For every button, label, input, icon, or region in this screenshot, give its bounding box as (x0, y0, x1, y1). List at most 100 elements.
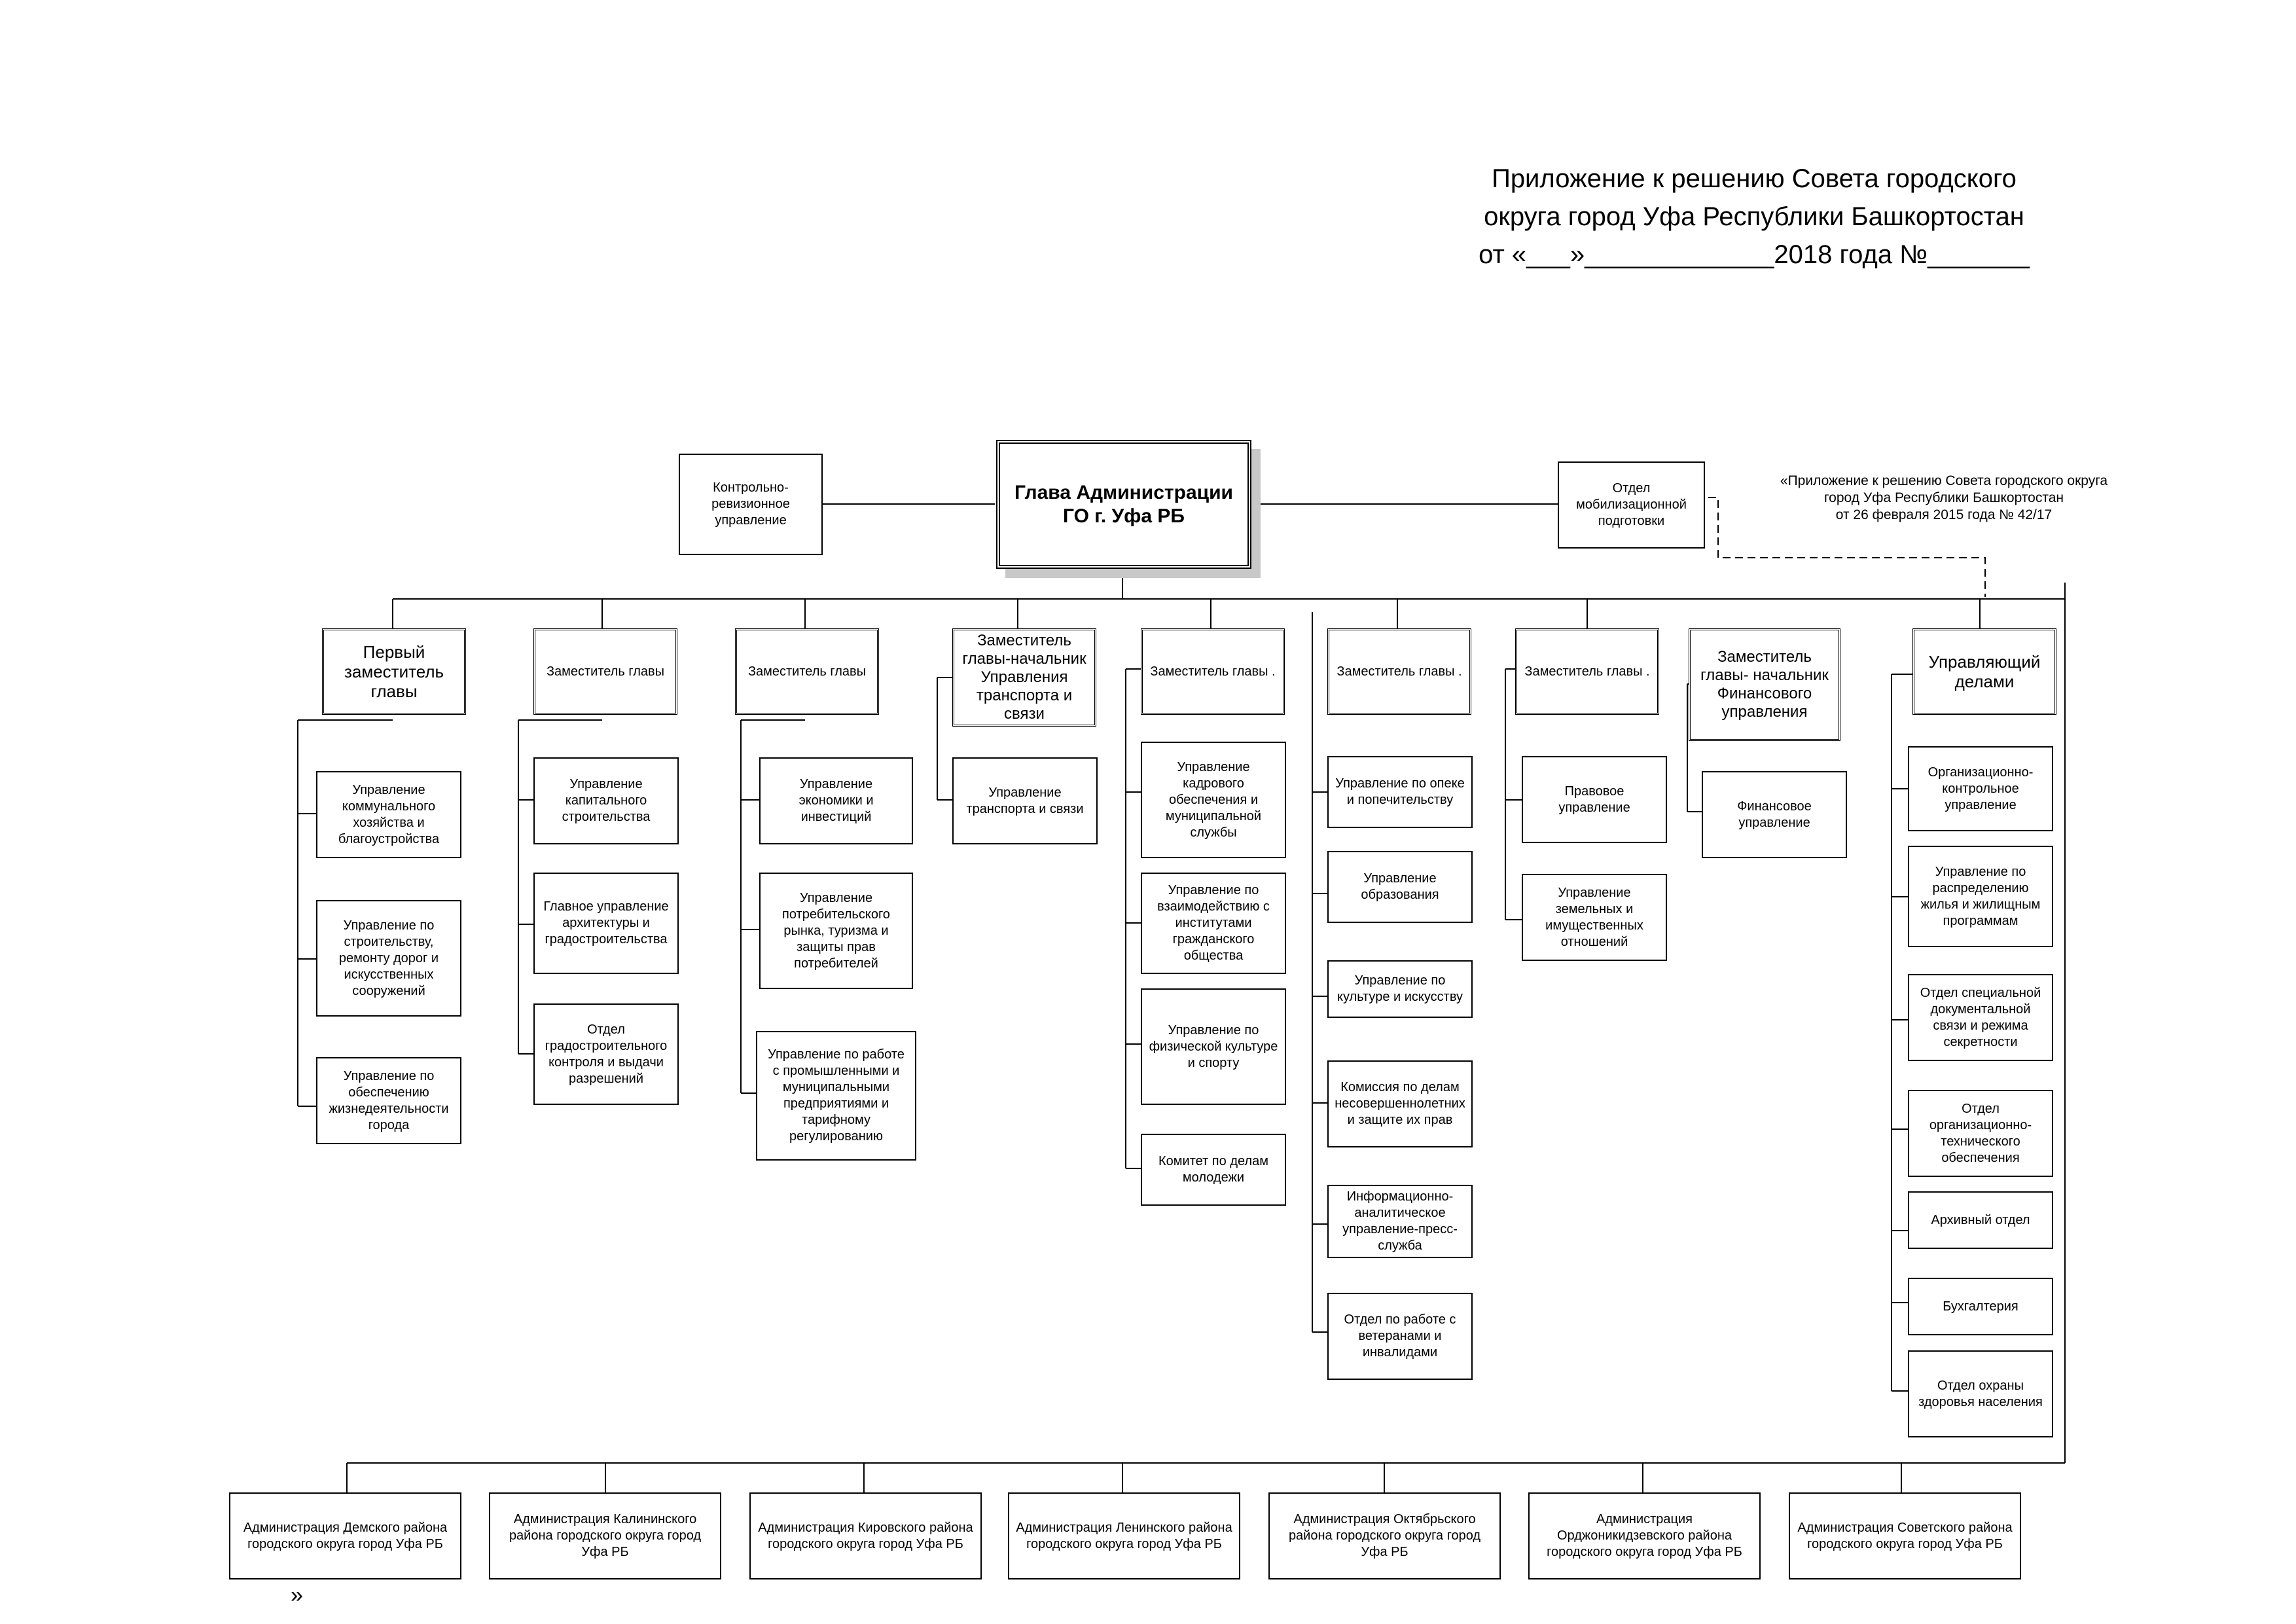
unit-5-4: Комитет по делам молодежи (1141, 1134, 1286, 1206)
district-box-6: Администрация Орджоникидзевского района … (1528, 1492, 1761, 1579)
unit-6-1: Управление по опеке и попечительству (1327, 756, 1473, 828)
unit-label: Информационно-аналитическое управление-п… (1342, 1189, 1458, 1253)
control-audit-box: Контрольно-ревизионное управление (679, 454, 823, 555)
district-label: Администрация Кировского района городско… (758, 1520, 973, 1551)
deputy-box-6: Заместитель главы . (1327, 628, 1471, 715)
deputy-box-7: Заместитель главы . (1515, 628, 1659, 715)
unit-7-1: Правовое управление (1522, 756, 1667, 843)
unit-label: Управление кадрового обеспечения и муниц… (1165, 759, 1262, 840)
deputy-title-9: Управляющий делами (1928, 652, 2041, 691)
unit-6-6: Отдел по работе с ветеранами и инвалидам… (1327, 1293, 1473, 1380)
previous-decision-note: «Приложение к решению Совета городского … (1741, 473, 2147, 524)
mobilization-dept-box: Отдел мобилизационной подготовки (1558, 461, 1705, 549)
unit-6-4: Комиссия по делам несовершеннолетних и з… (1327, 1060, 1473, 1147)
unit-label: Отдел специальной документальной связи и… (1920, 985, 2041, 1049)
unit-9-4: Отдел организационно-технического обеспе… (1908, 1090, 2053, 1177)
unit-3-2: Управление потребительского рынка, туриз… (759, 873, 913, 989)
unit-label: Управление по работе с промышленными и м… (768, 1047, 905, 1144)
district-label: Администрация Октябрьского района городс… (1288, 1512, 1481, 1559)
unit-1-3: Управление по обеспечению жизнедеятельно… (316, 1057, 461, 1144)
unit-label: Комитет по делам молодежи (1158, 1154, 1268, 1185)
note-line-3: от 26 февраля 2015 года № 42/17 (1835, 507, 2053, 522)
unit-6-5: Информационно-аналитическое управление-п… (1327, 1185, 1473, 1258)
district-box-2: Администрация Калининского района городс… (489, 1492, 721, 1579)
unit-6-2: Управление образования (1327, 851, 1473, 923)
district-box-7: Администрация Советского района городско… (1789, 1492, 2021, 1579)
header-line-1: Приложение к решению Совета городского (1492, 164, 2017, 193)
unit-2-2: Главное управление архитектуры и градост… (533, 873, 679, 974)
deputy-box-1: Первый заместитель главы (322, 628, 466, 715)
deputy-title-4: Заместитель главы-начальник Управления т… (962, 632, 1086, 723)
unit-label: Управление по культуре и искусству (1336, 973, 1463, 1004)
unit-label: Правовое управление (1558, 784, 1630, 815)
deputy-box-8: Заместитель главы- начальник Финансового… (1689, 628, 1840, 741)
deputy-box-9: Управляющий делами (1912, 628, 2056, 715)
note-line-2: город Уфа Республики Башкортостан (1823, 490, 2064, 505)
unit-label: Финансовое управление (1737, 799, 1812, 830)
unit-label: Бухгалтерия (1943, 1299, 2018, 1314)
closing-quote: » (291, 1583, 303, 1608)
district-box-5: Администрация Октябрьского района городс… (1268, 1492, 1501, 1579)
unit-3-1: Управление экономики и инвестиций (759, 757, 913, 844)
unit-label: Управление образования (1361, 871, 1439, 902)
district-box-4: Администрация Ленинского района городско… (1008, 1492, 1240, 1579)
unit-label: Управление экономики и инвестиций (798, 777, 874, 824)
unit-label: Комиссия по делам несовершеннолетних и з… (1335, 1080, 1465, 1127)
deputy-box-3: Заместитель главы (735, 628, 879, 715)
unit-7-2: Управление земельных и имущественных отн… (1522, 874, 1667, 961)
deputy-box-5: Заместитель главы . (1141, 628, 1285, 715)
header-line-2: округа город Уфа Республики Башкортостан (1484, 202, 2024, 231)
unit-9-1: Организационно-контрольное управление (1908, 746, 2053, 831)
note-line-1: «Приложение к решению Совета городского … (1780, 473, 2108, 488)
unit-label: Архивный отдел (1931, 1212, 2030, 1227)
unit-label: Управление транспорта и связи (966, 785, 1084, 816)
unit-9-2: Управление по распределению жилья и жили… (1908, 846, 2053, 947)
unit-label: Главное управление архитектуры и градост… (543, 899, 669, 947)
unit-2-1: Управление капитального строительства (533, 757, 679, 844)
unit-label: Отдел градостроительного контроля и выда… (545, 1022, 668, 1086)
unit-1-1: Управление коммунального хозяйства и бла… (316, 771, 461, 858)
unit-9-7: Отдел охраны здоровья населения (1908, 1350, 2053, 1437)
unit-5-3: Управление по физической культуре и спор… (1141, 988, 1286, 1105)
unit-8-1: Финансовое управление (1702, 771, 1847, 858)
unit-label: Управление по строительству, ремонту дор… (338, 918, 439, 998)
unit-label: Управление по взаимодействию с института… (1157, 883, 1270, 963)
unit-1-2: Управление по строительству, ремонту дор… (316, 900, 461, 1017)
unit-2-3: Отдел градостроительного контроля и выда… (533, 1003, 679, 1105)
mobilization-dept-label: Отдел мобилизационной подготовки (1576, 481, 1687, 528)
unit-5-1: Управление кадрового обеспечения и муниц… (1141, 742, 1286, 858)
head-of-administration-label: Глава Администрации ГО г. Уфа РБ (1014, 481, 1233, 527)
unit-label: Управление по распределению жилья и жили… (1920, 864, 2041, 928)
district-label: Администрация Ленинского района городско… (1016, 1520, 1232, 1551)
unit-9-3: Отдел специальной документальной связи и… (1908, 974, 2053, 1061)
unit-6-3: Управление по культуре и искусству (1327, 960, 1473, 1018)
unit-4-1: Управление транспорта и связи (952, 757, 1098, 844)
district-label: Администрация Калининского района городс… (509, 1512, 702, 1559)
deputy-title-1: Первый заместитель главы (344, 642, 444, 701)
unit-label: Отдел охраны здоровья населения (1918, 1378, 2043, 1409)
unit-5-2: Управление по взаимодействию с института… (1141, 873, 1286, 974)
district-label: Администрация Советского района городско… (1797, 1520, 2013, 1551)
unit-9-5: Архивный отдел (1908, 1191, 2053, 1249)
deputy-title-8: Заместитель главы- начальник Финансового… (1700, 648, 1829, 721)
unit-label: Управление по опеке и попечительству (1335, 776, 1465, 807)
unit-label: Управление по обеспечению жизнедеятельно… (329, 1068, 449, 1132)
district-box-1: Администрация Демского района городского… (229, 1492, 461, 1579)
district-label: Администрация Демского района городского… (243, 1520, 448, 1551)
deputy-title-6: Заместитель главы . (1336, 664, 1462, 679)
deputy-title-7: Заместитель главы . (1524, 664, 1650, 679)
unit-label: Организационно-контрольное управление (1928, 765, 2034, 812)
deputy-title-3: Заместитель главы (747, 664, 867, 679)
unit-label: Отдел организационно-технического обеспе… (1929, 1101, 2032, 1165)
deputy-title-2: Заместитель главы (546, 664, 665, 679)
unit-label: Управление земельных и имущественных отн… (1545, 885, 1643, 949)
district-box-3: Администрация Кировского района городско… (749, 1492, 982, 1579)
unit-label: Отдел по работе с ветеранами и инвалидам… (1344, 1312, 1456, 1360)
header-line-3: от «___»_____________2018 года №_______ (1479, 240, 2030, 269)
unit-label: Управление капитального строительства (562, 777, 651, 824)
control-audit-label: Контрольно-ревизионное управление (711, 480, 790, 528)
district-label: Администрация Орджоникидзевского района … (1547, 1512, 1742, 1559)
unit-3-3: Управление по работе с промышленными и м… (756, 1031, 916, 1161)
unit-9-6: Бухгалтерия (1908, 1278, 2053, 1335)
